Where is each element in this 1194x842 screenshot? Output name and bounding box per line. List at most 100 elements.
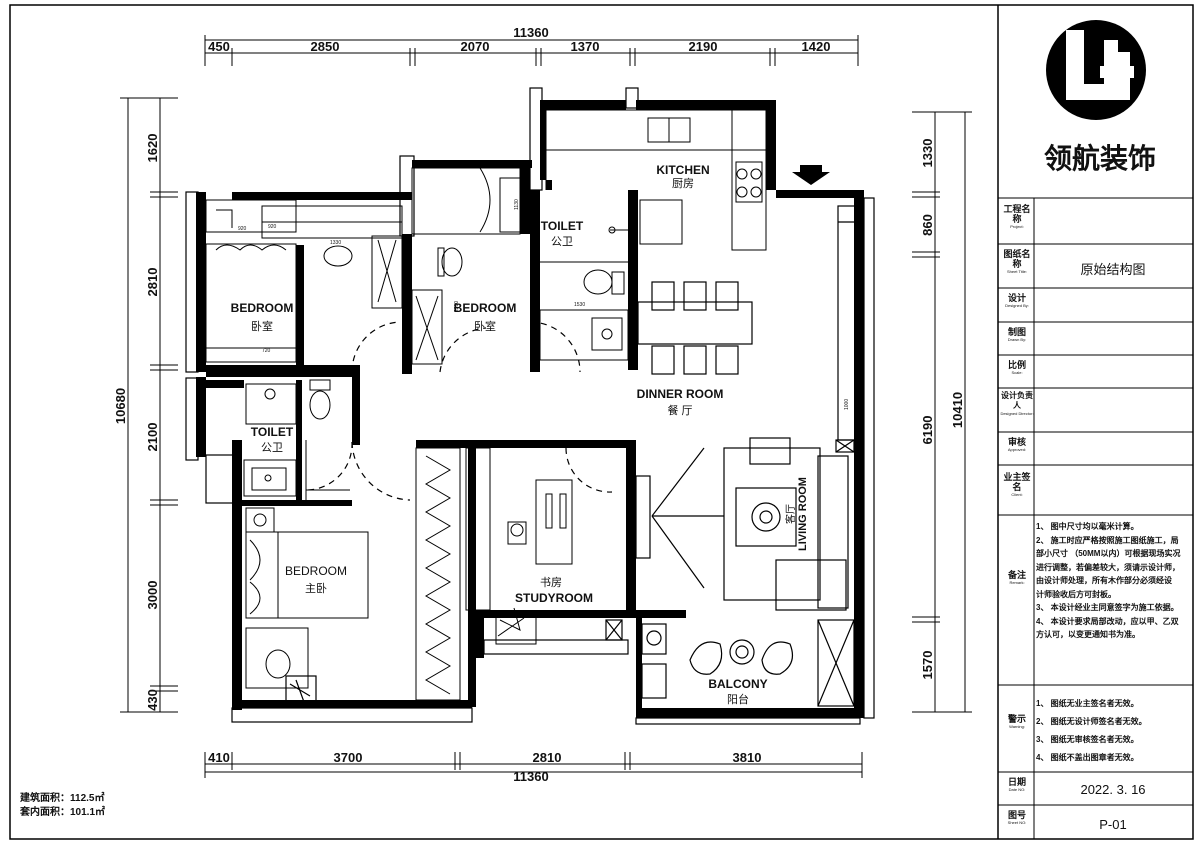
dim-left-seg: 3000 — [145, 581, 160, 610]
remark-line: 由设计师处理，所有木作部分必须经设 — [1036, 576, 1172, 585]
dim-bottom-seg: 3700 — [334, 750, 363, 765]
study-fixtures — [465, 447, 573, 645]
tb-sub-text: Client: — [1011, 492, 1023, 497]
tb-date-value: 2022. 3. 16 — [1080, 782, 1146, 797]
room-label: 厨房 — [672, 177, 694, 190]
top-dimensions — [204, 35, 859, 66]
tb-label-text: 备注 — [1007, 570, 1026, 580]
room-label: 公卫 — [261, 442, 283, 454]
tb-sheet-value: 原始结构图 — [1080, 262, 1146, 277]
tb-sub-text: Designed By: — [1005, 303, 1029, 308]
room-label: 公卫 — [551, 236, 573, 248]
tb-sub-text: Remark: — [1009, 580, 1025, 585]
interior-area: 套内面积：101.1㎡ — [19, 805, 105, 818]
warning-line: 1、 图纸无业主签名者无效。 — [1036, 699, 1139, 708]
tb-label-text: 图号 — [1007, 810, 1026, 820]
tb-label-text: 日期 — [1007, 777, 1026, 787]
warning-line: 2、 图纸无设计师签名者无效。 — [1036, 717, 1147, 726]
dim-top-seg: 2070 — [461, 39, 490, 54]
tb-sub-text: Approved: — [1007, 447, 1027, 452]
dim-left-seg: 2810 — [145, 268, 160, 297]
dim-top-seg: 2850 — [311, 39, 340, 54]
small-dim: 720 — [262, 348, 271, 354]
room-label: BEDROOM — [231, 301, 294, 315]
remark-line: 部小尺寸 （50MM以内）可根据现场实况 — [1036, 549, 1181, 558]
bedroom-left-fixtures — [205, 199, 403, 363]
dim-bottom-total: 11360 — [513, 769, 548, 784]
dim-top-seg: 450 — [208, 39, 230, 54]
dim-top-seg: 1370 — [571, 39, 600, 54]
room-label: DINNER ROOM — [637, 387, 724, 401]
dim-top-total: 11360 — [513, 25, 548, 40]
dim-left-seg: 1620 — [145, 134, 160, 163]
tb-sub-text: Project: — [1010, 224, 1024, 229]
thin-walls — [185, 87, 875, 725]
dim-right-seg: 1570 — [920, 651, 935, 680]
small-dim: 2310 — [454, 301, 460, 312]
small-dim: 1530 — [574, 302, 585, 308]
warning-line: 3、 图纸无审核签名者无效。 — [1036, 735, 1139, 744]
dim-top-seg: 1420 — [802, 39, 831, 54]
small-dim: 1000 — [844, 399, 850, 410]
room-label: BALCONY — [708, 677, 767, 691]
tb-sub-text: Warning: — [1009, 724, 1025, 729]
remark-line: 计师验收后方可封板。 — [1036, 589, 1116, 599]
walls — [196, 100, 864, 718]
company-logo-icon — [1046, 20, 1146, 120]
dim-right-seg: 860 — [920, 214, 935, 236]
small-dim: 920 — [238, 226, 247, 232]
dim-right-seg: 1330 — [920, 139, 935, 168]
small-dim: 1130 — [514, 199, 520, 210]
room-label: 餐 厅 — [667, 403, 692, 417]
tb-label-text: 业主签名 — [1003, 472, 1031, 492]
tb-label-text: 设计负责人 — [1001, 391, 1033, 410]
remark-line: 1、 图中尺寸均以毫米计算。 — [1036, 522, 1139, 531]
right-dimensions — [912, 111, 972, 713]
dim-bottom-seg: 2810 — [533, 750, 562, 765]
room-label: 客厅 — [784, 504, 797, 524]
dim-left-seg: 430 — [145, 689, 160, 711]
warning-line: 4、 图纸不盖出图章者无效。 — [1036, 753, 1139, 762]
dim-left-total: 10680 — [113, 388, 128, 424]
warnings-list: 1、 图纸无业主签名者无效。 2、 图纸无设计师签名者无效。 3、 图纸无审核签… — [1036, 695, 1192, 767]
small-dim: 1330 — [330, 240, 341, 246]
small-dimensions: 920 1330 1130 1530 2310 720 920 1000 — [238, 199, 850, 410]
dim-bottom-seg: 3810 — [733, 750, 762, 765]
toilet-top-fixtures — [539, 226, 629, 361]
tb-sub-text: Sheet NO: — [1007, 820, 1027, 825]
room-label: TOILET — [541, 219, 584, 233]
remark-line: 进行调整，若偏差较大，须请示设计师， — [1036, 562, 1180, 572]
tb-label-text: 比例 — [1007, 360, 1026, 370]
tb-sub-text: Designed Director: — [1000, 411, 1034, 416]
tb-number-value: P-01 — [1099, 817, 1127, 832]
remarks-list: 1、 图中尺寸均以毫米计算。 2、 施工时应严格按照施工图纸施工，局 部小尺寸 … — [1036, 520, 1192, 642]
dining-table — [637, 281, 753, 375]
building-area: 建筑面积：112.5㎡ — [19, 791, 104, 804]
dim-left-seg: 2100 — [145, 423, 160, 452]
room-label: LIVING ROOM — [797, 477, 809, 551]
room-label: TOILET — [251, 425, 294, 439]
remark-line: 3、 本设计经业主同意签字为施工依据。 — [1036, 603, 1179, 612]
remark-line: 4、 本设计要求局部改动，应以甲、乙双 — [1036, 616, 1179, 626]
room-label: STUDYROOM — [515, 591, 593, 605]
bottom-dimensions — [204, 752, 863, 778]
tb-label-text: 警示 — [1007, 714, 1026, 724]
room-label: 阳台 — [727, 692, 749, 706]
room-label: KITCHEN — [656, 163, 709, 177]
dim-right-seg: 6190 — [920, 416, 935, 445]
tb-label-text: 图纸名称 — [1003, 249, 1031, 269]
master-bedroom-fixtures — [245, 447, 461, 701]
tb-label-text: 设计 — [1007, 293, 1026, 303]
dim-right-total: 10410 — [950, 392, 965, 428]
room-labels: KITCHEN 厨房 TOILET 公卫 BEDROOM 卧室 BEDROOM … — [231, 163, 809, 706]
